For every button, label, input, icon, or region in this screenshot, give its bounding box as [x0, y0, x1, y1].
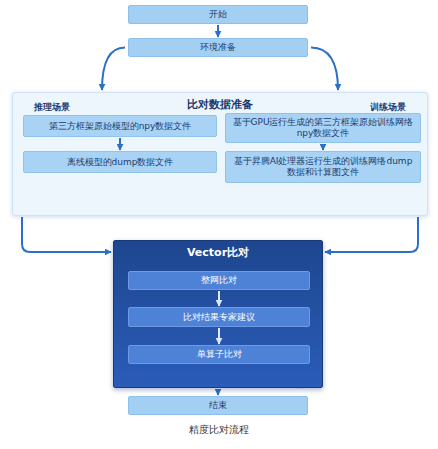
flow-arrow	[217, 389, 219, 395]
group-panel: Vector比对整网比对比对结果专家建议单算子比对	[113, 240, 323, 388]
box-text: 离线模型的dump数据文件	[67, 157, 174, 168]
flow-arrow	[102, 48, 125, 91]
box-text: 第三方框架原始模型的npy数据文件	[49, 121, 192, 132]
box-text: 开始	[209, 9, 227, 20]
box-text: 环境准备	[200, 42, 236, 53]
group-panel: 比对数据准备第三方框架原始模型的npy数据文件离线模型的dump数据文件 基于GP…	[12, 92, 428, 216]
process-box: 离线模型的dump数据文件	[23, 151, 217, 173]
box-text: 整网比对	[201, 275, 237, 286]
start-box: 开始	[128, 5, 308, 24]
flow-arrow	[217, 25, 219, 37]
box-text: 比对结果专家建议	[183, 312, 255, 323]
end-box: 结束	[128, 396, 308, 415]
box-text: 基于昇腾AI处理器运行生成的训练网络dump数据和计算图文件	[232, 156, 414, 178]
process-box: 比对结果专家建议	[128, 307, 310, 327]
process-box: 单算子比对	[128, 345, 310, 364]
process-box: 基于昇腾AI处理器运行生成的训练网络dump数据和计算图文件	[225, 151, 421, 183]
scene-label: 推理场景	[34, 102, 70, 112]
flow-arrow	[311, 48, 338, 91]
panel-title: 比对数据准备	[13, 98, 427, 111]
process-box: 第三方框架原始模型的npy数据文件	[23, 115, 217, 137]
panel-title: Vector比对	[114, 246, 322, 259]
box-text: 单算子比对	[197, 349, 242, 360]
process-box: 基于GPU运行生成的第三方框架原始训练网络npy数据文件	[225, 113, 421, 143]
process-box: 环境准备	[128, 38, 308, 57]
box-text: 结束	[209, 400, 227, 411]
box-text: 基于GPU运行生成的第三方框架原始训练网络npy数据文件	[232, 117, 414, 139]
caption: 精度比对流程	[0, 424, 438, 436]
scene-label: 训练场景	[370, 102, 406, 112]
flow-arrow	[325, 217, 418, 252]
flow-arrow	[22, 217, 111, 252]
process-box: 整网比对	[128, 271, 310, 290]
